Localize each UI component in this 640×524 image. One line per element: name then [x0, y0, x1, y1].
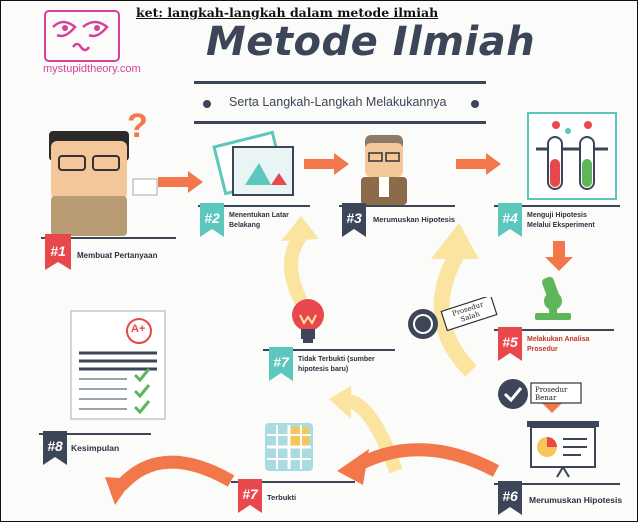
curve-arrow-mid-head	[329, 386, 351, 419]
step-7a-badge	[238, 479, 262, 513]
arrow-4-5	[545, 241, 573, 271]
step-5-number: #5	[502, 334, 518, 350]
curve-arrow-orange-2-head	[105, 477, 133, 505]
procedure-right-tag	[530, 382, 582, 404]
graded-report-illustration	[70, 310, 166, 420]
curve-arrow-big-head	[431, 223, 479, 259]
page-title: Metode Ilmiah	[206, 19, 536, 65]
question-mark-icon: ?	[127, 107, 148, 145]
step-7a-line	[231, 481, 355, 483]
lightbulb-icon	[292, 299, 324, 343]
arrow-1-2	[158, 171, 203, 193]
person-thinking-illustration: ?	[49, 107, 158, 236]
microscope-icon	[535, 276, 571, 320]
step-1-badge	[45, 234, 71, 270]
step-7a-label: Terbukti	[267, 493, 297, 502]
step-6-label: Merumuskan Hipotesis	[529, 495, 623, 505]
subtitle-dot-right	[471, 100, 479, 108]
arrow-2-3	[304, 153, 349, 175]
step-2-line	[198, 205, 310, 207]
grade-text: A+	[131, 323, 146, 335]
step-1-line	[41, 237, 176, 239]
step-3-number: #3	[346, 210, 362, 226]
logo	[43, 9, 121, 63]
step-3-label: Merumuskan Hipotesis	[373, 215, 456, 224]
curve-arrow-up	[284, 231, 308, 305]
step-7b-badge	[269, 347, 293, 381]
logo-text: mystupidtheory.com	[43, 63, 141, 75]
check-circle-icon	[498, 379, 528, 409]
scientist-illustration	[361, 135, 407, 205]
step-5-label: Melakukan Analisa Prosedur	[527, 336, 590, 353]
step-7b-label: Tidak Terbukti (sumber hipotesis baru)	[298, 356, 375, 373]
step-6-badge	[498, 481, 522, 515]
step-5-badge	[498, 327, 522, 361]
procedure-wrong-tag	[440, 297, 498, 331]
step-4-line	[494, 205, 620, 207]
step-8-number: #8	[47, 438, 63, 454]
step-2-badge	[200, 203, 224, 237]
step-4-badge	[498, 203, 522, 237]
grid-window-icon	[265, 423, 313, 471]
step-8-line	[39, 433, 151, 435]
step-7b-line	[263, 349, 395, 351]
step-2-label: Menentukan Latar Belakang	[229, 212, 289, 229]
test-tubes-illustration	[527, 112, 617, 200]
step-1-label: Membuat Pertanyaan	[77, 251, 158, 260]
step-4-number: #4	[502, 210, 518, 226]
step-8-label: Kesimpulan	[71, 443, 120, 453]
step-2-number: #2	[204, 210, 220, 226]
step-3-line	[339, 205, 455, 207]
curve-arrow-orange	[352, 443, 500, 477]
curve-arrow-big	[433, 252, 477, 377]
curve-arrow-orange-2	[116, 455, 235, 491]
step-5-line	[494, 329, 614, 331]
caption: ket: langkah-langkah dalam metode ilmiah	[136, 5, 439, 20]
step-4-label: Menguji Hipotesis Melalui Eksperiment	[527, 212, 595, 229]
step-7b-number: #7	[273, 354, 289, 370]
no-entry-icon	[408, 309, 438, 339]
title-rule-top	[194, 81, 486, 84]
subtitle: Serta Langkah-Langkah Melakukannya	[229, 95, 447, 109]
subtitle-dot-left	[203, 100, 211, 108]
presentation-board-icon	[527, 421, 599, 478]
step-7a-number: #7	[242, 486, 258, 502]
step-3-badge	[342, 203, 366, 237]
document-charts-illustration	[212, 130, 294, 196]
curve-arrow-orange-head	[337, 449, 369, 485]
logo-icon	[44, 10, 120, 62]
step-1-number: #1	[50, 243, 66, 259]
procedure-right-text: Prosedur Benar	[535, 386, 568, 402]
step-8-badge	[43, 431, 67, 465]
curve-arrow-up-head	[281, 216, 319, 241]
step-6-line	[494, 483, 620, 485]
arrow-3-4	[456, 153, 501, 175]
title-rule-bottom	[194, 121, 486, 124]
step-6-number: #6	[502, 488, 518, 504]
